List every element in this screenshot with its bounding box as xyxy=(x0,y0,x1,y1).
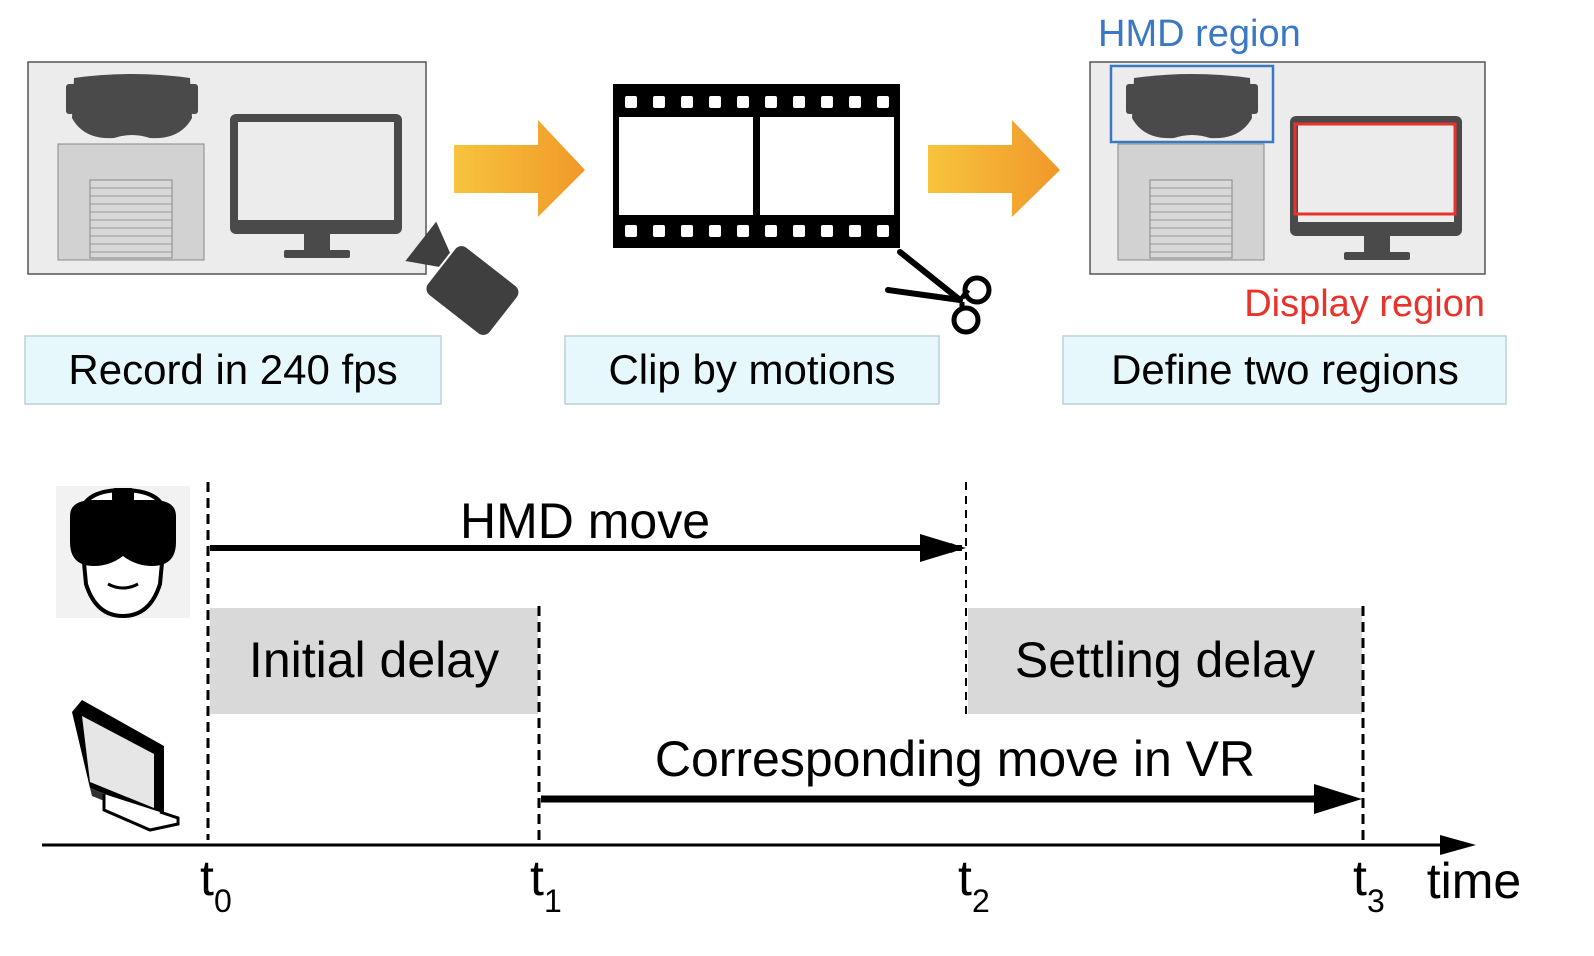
scissors-icon xyxy=(885,249,992,335)
tick-t0: t 0 xyxy=(200,850,232,919)
hmd-move-label: HMD move xyxy=(460,493,710,549)
time-axis-arrowhead xyxy=(1440,835,1476,855)
vr-headset-icon xyxy=(1126,74,1258,139)
recording-scene xyxy=(27,61,427,275)
monitor-icon xyxy=(1290,116,1462,260)
step-label-3-text: Define two regions xyxy=(1111,346,1459,393)
tick-t3: t 3 xyxy=(1353,850,1385,919)
stand-icon xyxy=(1117,143,1265,261)
tick-t0-main: t xyxy=(200,850,214,906)
tick-t1-main: t xyxy=(530,850,544,906)
process-arrow-1 xyxy=(454,120,585,217)
step-label-2: Clip by motions xyxy=(564,335,940,405)
hmd-move-arrowhead xyxy=(920,534,966,562)
tick-t2-sub: 2 xyxy=(972,883,990,919)
display-region-label: Display region xyxy=(1244,283,1485,325)
initial-delay-label: Initial delay xyxy=(249,632,499,688)
step-label-1: Record in 240 fps xyxy=(24,335,442,405)
step-label-2-text: Clip by motions xyxy=(608,346,895,393)
hmd-region-box xyxy=(1109,64,1275,144)
hmd-region-label: HMD region xyxy=(1098,13,1301,55)
tick-t2-main: t xyxy=(958,850,972,906)
tick-t0-sub: 0 xyxy=(214,883,232,919)
vr-headset-icon xyxy=(66,74,198,139)
settling-delay-band xyxy=(968,608,1362,714)
regions-scene xyxy=(1089,61,1486,275)
vr-move-label: Corresponding move in VR xyxy=(655,731,1255,787)
display-region-box xyxy=(1293,122,1457,216)
head-with-headset-icon xyxy=(56,486,190,619)
step-label-1-text: Record in 240 fps xyxy=(68,346,397,393)
tick-t2: t 2 xyxy=(958,850,990,919)
film-strip-icon xyxy=(613,84,900,248)
stand-icon xyxy=(57,143,205,261)
tick-t1: t 1 xyxy=(530,850,562,919)
process-arrow-2 xyxy=(928,120,1060,217)
tick-t3-sub: 3 xyxy=(1367,883,1385,919)
time-axis-label: time xyxy=(1427,853,1521,909)
tick-t1-sub: 1 xyxy=(544,883,562,919)
initial-delay-band xyxy=(210,608,538,714)
monitor-icon xyxy=(230,114,402,258)
vr-move-arrowhead xyxy=(1314,784,1362,814)
camera-icon xyxy=(405,221,519,335)
display-icon xyxy=(72,700,180,832)
settling-delay-label: Settling delay xyxy=(1015,632,1315,688)
step-label-3: Define two regions xyxy=(1062,335,1507,405)
tick-t3-main: t xyxy=(1353,850,1367,906)
